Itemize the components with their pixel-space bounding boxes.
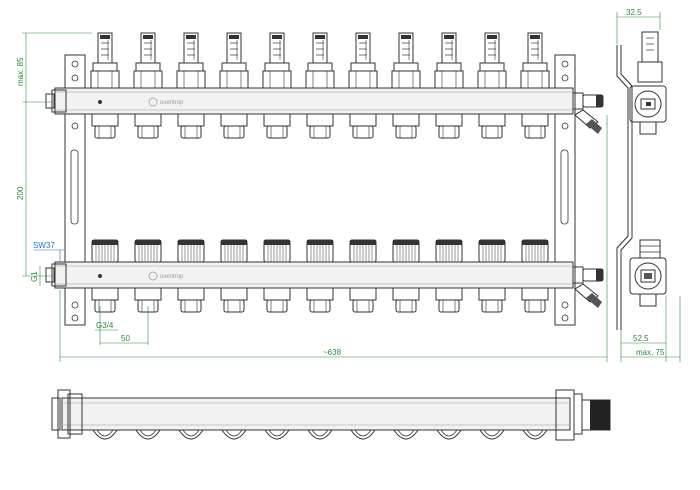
dim-638: ~638 bbox=[323, 348, 342, 357]
return-outlet bbox=[521, 287, 549, 313]
return-outlet bbox=[349, 287, 377, 313]
side-view: 32.5 52.5 max. 75 bbox=[616, 8, 681, 362]
flow-outlets bbox=[91, 113, 549, 139]
flow-outlet bbox=[263, 113, 291, 139]
dim-sw37: SW37 bbox=[33, 241, 55, 250]
valve-head bbox=[220, 239, 248, 263]
valve-head bbox=[177, 239, 205, 263]
dim-g1: G1 bbox=[30, 271, 39, 282]
return-outlets bbox=[91, 287, 549, 313]
valve-head bbox=[306, 239, 334, 263]
dim-52-5: 52.5 bbox=[633, 334, 649, 343]
brand-label: oventrop bbox=[160, 100, 184, 106]
flow-outlet bbox=[435, 113, 463, 139]
oventrop-logo-icon bbox=[148, 97, 158, 107]
flow-outlet bbox=[306, 113, 334, 139]
valve-head bbox=[134, 239, 162, 263]
valve-head bbox=[91, 239, 119, 263]
dim-max-75: max. 75 bbox=[636, 348, 665, 357]
flow-meter bbox=[262, 32, 292, 89]
valve-head bbox=[435, 239, 463, 263]
left-dimensions: max. 85 200 G1 SW37 bbox=[16, 32, 92, 286]
flow-meter bbox=[305, 32, 335, 89]
flow-outlet bbox=[478, 113, 506, 139]
flow-meter bbox=[348, 32, 378, 89]
flow-outlet bbox=[220, 113, 248, 139]
valve-head bbox=[263, 239, 291, 263]
bottom-dimensions: G3/4 50 ~638 bbox=[59, 115, 608, 362]
return-outlet bbox=[306, 287, 334, 313]
dim-200: 200 bbox=[16, 186, 25, 200]
flow-outlet bbox=[91, 113, 119, 139]
valve-head bbox=[521, 239, 549, 263]
oventrop-logo-icon bbox=[148, 271, 158, 281]
return-outlet bbox=[435, 287, 463, 313]
flow-outlet bbox=[134, 113, 162, 139]
right-bracket bbox=[554, 54, 576, 326]
valve-head bbox=[392, 239, 420, 263]
flow-meters bbox=[90, 32, 550, 89]
dim-g3-4: G3/4 bbox=[96, 321, 114, 330]
flow-bar: oventrop bbox=[45, 87, 604, 134]
valve-head bbox=[349, 239, 377, 263]
flow-outlet bbox=[392, 113, 420, 139]
dim-max-85: max. 85 bbox=[16, 57, 25, 86]
flow-outlet bbox=[177, 113, 205, 139]
flow-meter bbox=[176, 32, 206, 89]
plan-view bbox=[51, 389, 611, 441]
mounting-brackets bbox=[64, 54, 576, 326]
return-outlet bbox=[220, 287, 248, 313]
brand-label: oventrop bbox=[160, 274, 184, 280]
top-bar-brand: oventrop bbox=[148, 97, 184, 107]
return-outlet bbox=[478, 287, 506, 313]
flow-meter bbox=[434, 32, 464, 89]
return-outlet bbox=[392, 287, 420, 313]
bottom-bar-brand: oventrop bbox=[148, 271, 184, 281]
valve-head bbox=[478, 239, 506, 263]
flow-meter bbox=[133, 32, 163, 89]
flow-meter bbox=[477, 32, 507, 89]
flow-meter bbox=[90, 32, 120, 89]
return-outlet bbox=[263, 287, 291, 313]
flow-meter bbox=[391, 32, 421, 89]
flow-outlet bbox=[521, 113, 549, 139]
return-bar: oventrop bbox=[45, 261, 604, 308]
flow-outlet bbox=[349, 113, 377, 139]
flow-meter bbox=[520, 32, 550, 89]
dim-50: 50 bbox=[121, 334, 130, 343]
return-valve-heads bbox=[91, 239, 549, 263]
return-outlet bbox=[177, 287, 205, 313]
flow-meter bbox=[219, 32, 249, 89]
dim-32-5: 32.5 bbox=[626, 8, 642, 17]
return-outlet bbox=[91, 287, 119, 313]
left-bracket bbox=[64, 54, 86, 326]
